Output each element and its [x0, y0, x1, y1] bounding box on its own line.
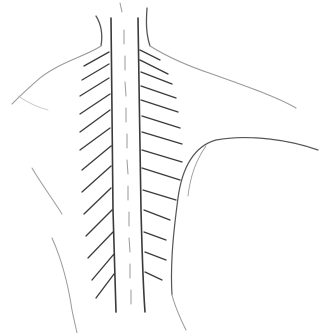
back-outline-right	[171, 138, 318, 330]
neck-outline	[96, 3, 150, 46]
spinal-column	[111, 18, 145, 312]
back-outline-left	[32, 168, 77, 333]
nerves-left	[80, 52, 114, 298]
nerves-right	[140, 50, 182, 280]
shoulder-outline	[12, 46, 296, 110]
